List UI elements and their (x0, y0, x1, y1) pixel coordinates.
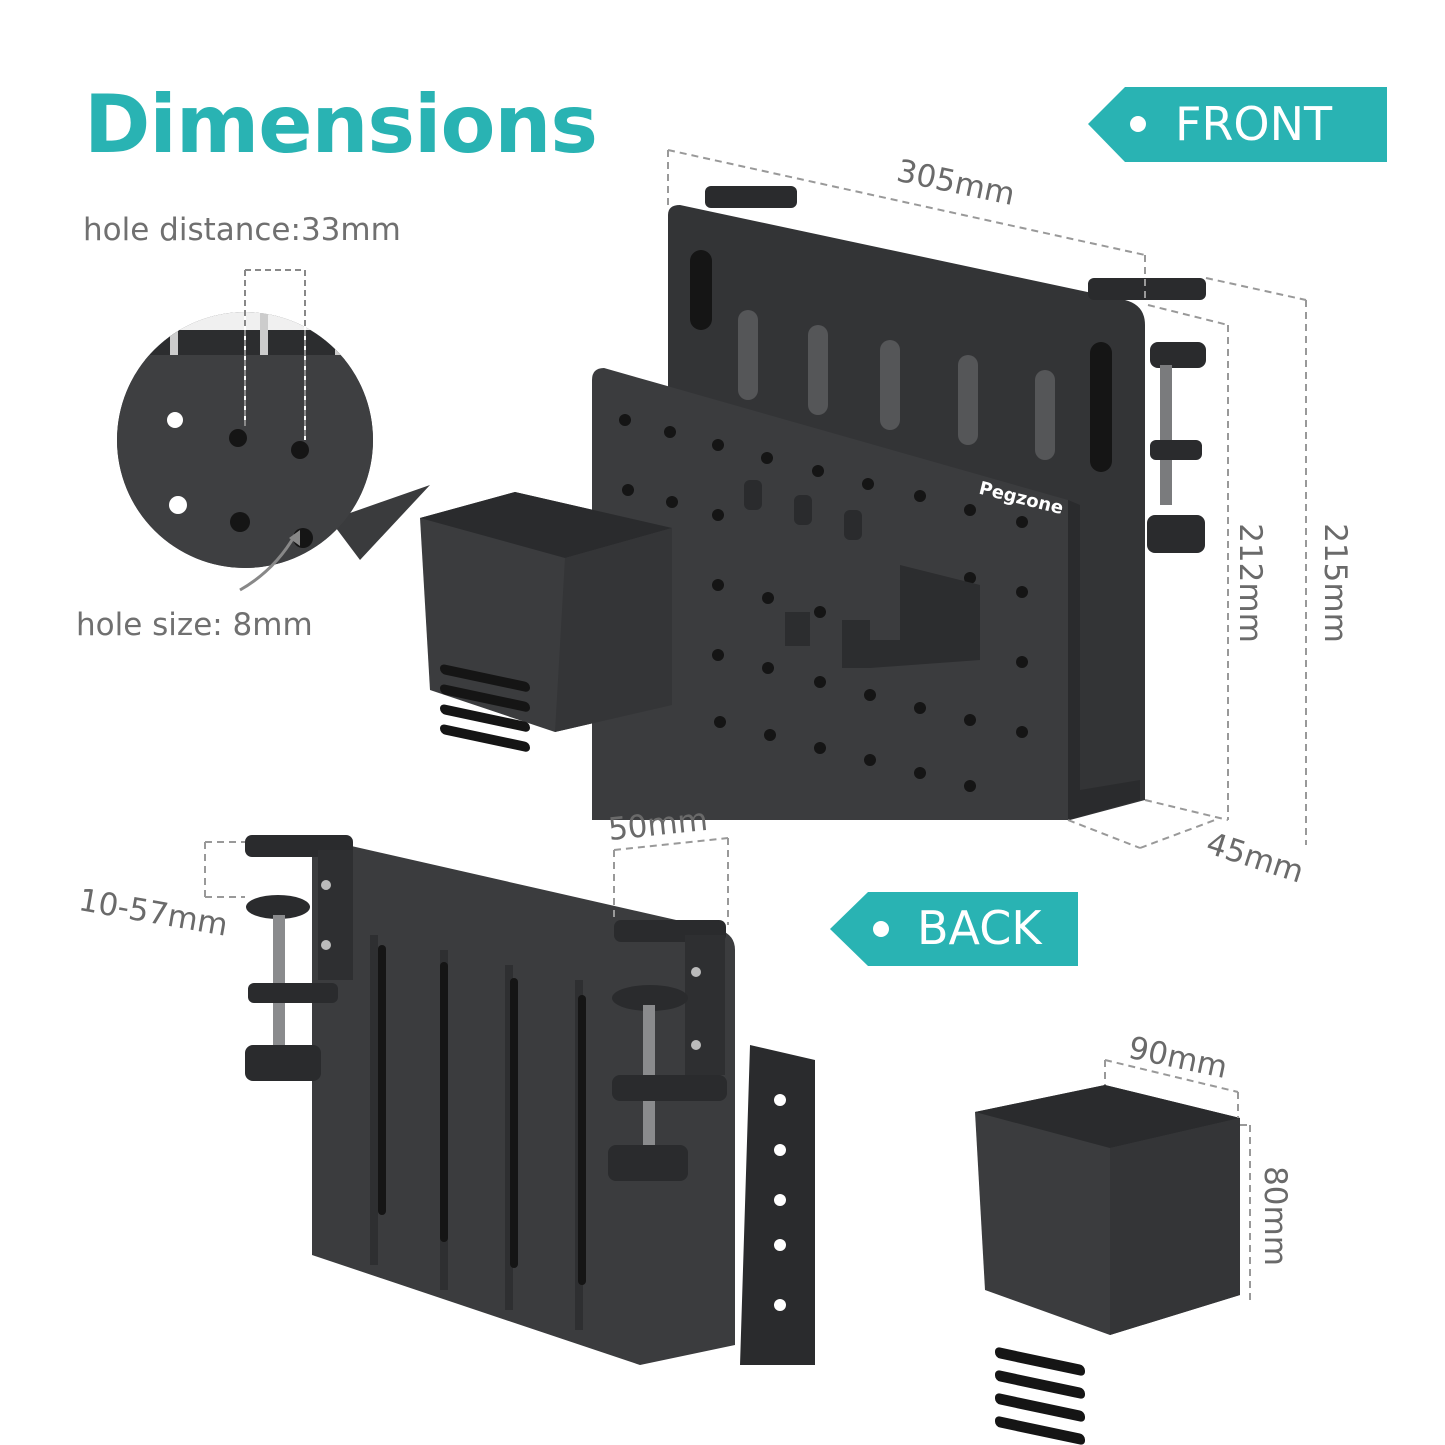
front-tag-label: FRONT (1175, 97, 1333, 151)
back-dimension-lines (204, 837, 729, 925)
inner-height-dimension: 212mm (1231, 523, 1268, 643)
back-tag-label: BACK (917, 901, 1042, 955)
front-cup (420, 492, 672, 752)
page-title: Dimensions (84, 78, 598, 171)
cup-height-dimension: 80mm (1256, 1166, 1293, 1266)
front-dimension-lines (667, 149, 1307, 849)
front-tag-shape (1088, 87, 1387, 162)
hole-size-note: hole size: 8mm (76, 607, 313, 643)
back-tag-shape (830, 892, 1078, 966)
back-assembly (245, 835, 815, 1365)
hole-detail-magnifier (117, 269, 430, 592)
outer-height-dimension: 215mm (1316, 523, 1353, 643)
front-pegboard (592, 368, 1140, 820)
cup-dimension-lines (1104, 1059, 1251, 1305)
cup-detail (975, 1085, 1240, 1445)
hole-distance-note: hole distance:33mm (83, 212, 401, 248)
